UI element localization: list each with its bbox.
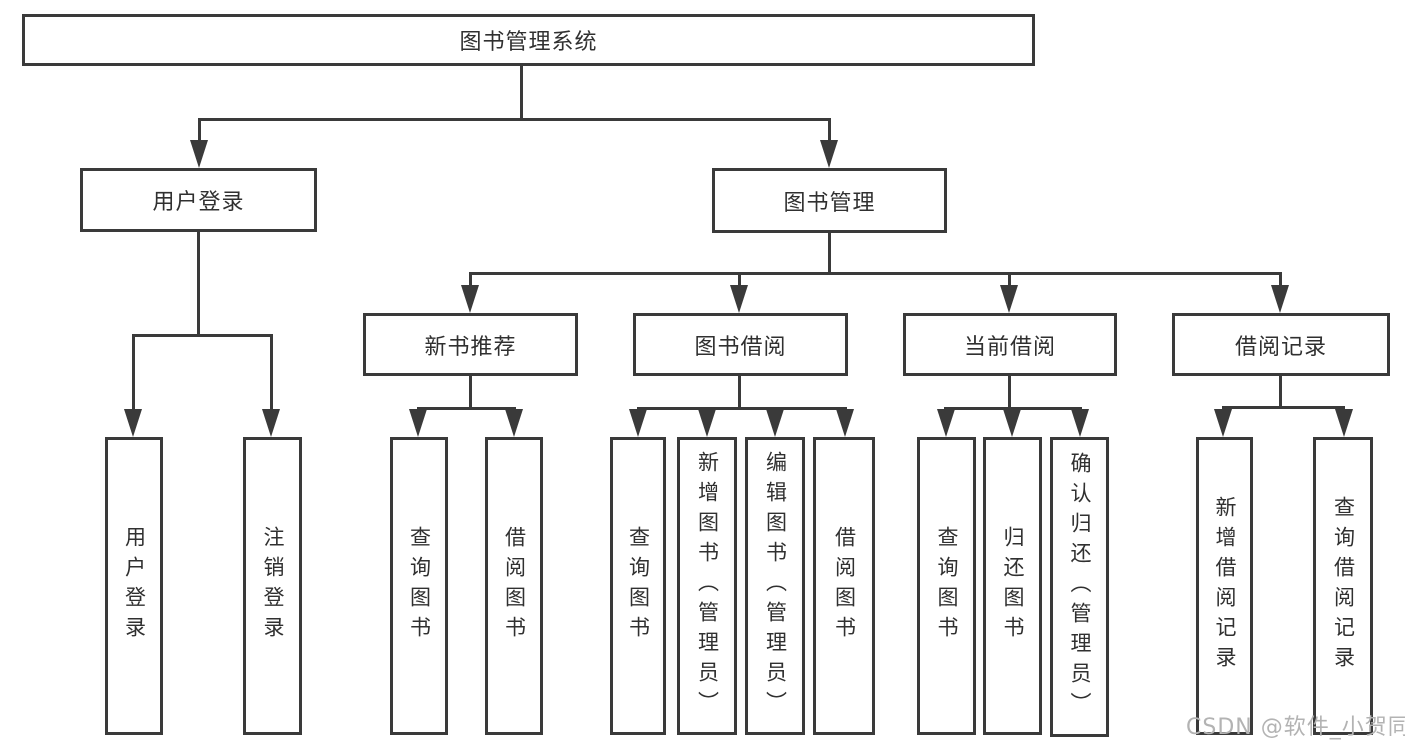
leaf-query-books: 查询图书 [390,437,448,735]
node-label: 图书借阅 [694,334,787,360]
node-label: 借阅图书 [502,526,527,646]
connector-stub [1279,272,1282,286]
arrowhead-down-icon [730,285,748,313]
node-label: 确认归还（管理员） [1068,452,1092,722]
node-label: 编辑图书（管理员） [763,451,788,721]
node-book-borrow: 图书借阅 [633,313,848,376]
node-borrow-record: 借阅记录 [1172,313,1390,376]
leaf-add-books-admin: 新增图书（管理员） [677,437,737,735]
node-label: 借阅记录 [1234,334,1327,360]
leaf-edit-books-admin: 编辑图书（管理员） [745,437,805,735]
arrowhead-down-icon [1003,409,1021,437]
arrowhead-down-icon [505,409,523,437]
leaf-user-login: 用户登录 [105,437,163,735]
node-label: 用户登录 [122,526,147,646]
arrowhead-down-icon [1071,409,1089,437]
node-label: 查询图书 [935,526,959,646]
arrowhead-down-icon [1335,409,1353,437]
node-label: 图书管理 [783,190,876,216]
node-label: 借阅图书 [832,526,857,646]
leaf-borrow-books: 借阅图书 [485,437,543,735]
node-book-management: 图书管理 [712,168,947,233]
connector-stub [738,272,741,286]
leaf-query-borrow-record: 查询借阅记录 [1313,437,1373,735]
connector-vertical [1008,376,1011,410]
arrowhead-down-icon [937,409,955,437]
arrowhead-down-icon [766,409,784,437]
connector-stub [132,334,135,410]
connector-horizontal [637,407,847,410]
node-label: 新书推荐 [424,334,517,360]
leaf-add-borrow-record: 新增借阅记录 [1196,437,1253,735]
connector-root-horizontal [198,118,831,121]
connector-root-vertical [520,66,523,120]
connector-user-login-vertical [197,232,200,336]
connector-horizontal [944,407,1082,410]
connector-vertical [738,376,741,410]
node-label: 查询图书 [407,526,432,646]
leaf-confirm-return-admin: 确认归还（管理员） [1050,437,1109,737]
connector-book-management-vertical [828,233,831,275]
arrowhead-down-icon [190,140,208,168]
node-label: 查询图书 [626,526,651,646]
connector-vertical [469,376,472,410]
node-label: 图书管理系统 [459,30,598,55]
leaf-borrow-books: 借阅图书 [813,437,875,735]
node-label: 新增借阅记录 [1213,496,1237,676]
node-user-login: 用户登录 [80,168,317,232]
connector-horizontal [1222,406,1345,409]
node-label: 归还图书 [1001,526,1025,646]
leaf-logout: 注销登录 [243,437,302,735]
arrowhead-down-icon [262,409,280,437]
arrowhead-down-icon [698,409,716,437]
connector-vertical [1279,376,1282,409]
leaf-query-books: 查询图书 [610,437,666,735]
arrowhead-down-icon [836,409,854,437]
node-label: 用户登录 [152,190,245,215]
node-root-library-management-system: 图书管理系统 [22,14,1035,66]
node-label: 当前借阅 [963,334,1056,360]
arrowhead-down-icon [409,409,427,437]
leaf-return-books: 归还图书 [983,437,1042,735]
connector-horizontal [417,407,516,410]
node-current-borrow: 当前借阅 [903,313,1117,376]
arrowhead-down-icon [1271,285,1289,313]
node-new-book-recommend: 新书推荐 [363,313,578,376]
connector-stub-user-login [198,118,201,144]
connector-stub-book-management [828,118,831,144]
leaf-query-books: 查询图书 [917,437,976,735]
node-label: 注销登录 [261,526,285,646]
csdn-watermark: CSDN @软件_小贺同学 [1186,715,1405,740]
connector-book-management-horizontal [469,272,1282,275]
node-label: 新增图书（管理员） [695,451,720,721]
connector-user-login-horizontal [132,334,273,337]
arrowhead-down-icon [1000,285,1018,313]
arrowhead-down-icon [629,409,647,437]
node-label: 查询借阅记录 [1331,496,1356,676]
arrowhead-down-icon [1214,409,1232,437]
arrowhead-down-icon [820,140,838,168]
connector-stub [469,272,472,286]
connector-stub [270,334,273,410]
connector-stub [1008,272,1011,286]
arrowhead-down-icon [124,409,142,437]
arrowhead-down-icon [461,285,479,313]
